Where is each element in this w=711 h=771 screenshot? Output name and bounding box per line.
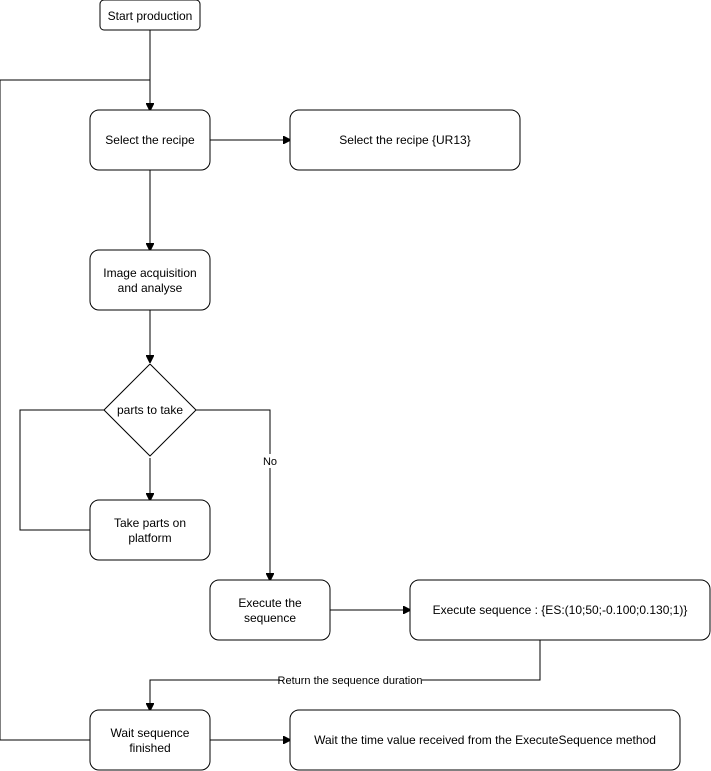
- edge-decision-no-to-execute: [196, 409, 270, 580]
- edge-loop-back: [0, 79, 150, 741]
- node-image-acquisition: [89, 249, 211, 311]
- node-wait-command: [289, 709, 681, 771]
- node-select-recipe: [89, 109, 211, 171]
- node-decision-parts-to-take: [103, 363, 197, 457]
- node-execute-sequence-command: [409, 579, 711, 641]
- node-select-recipe-label: Select the recipe: [105, 133, 195, 147]
- edge-label-no: No: [263, 456, 277, 468]
- node-wait-sequence: [89, 709, 211, 771]
- node-take-parts-label-line2: platform: [128, 531, 171, 545]
- node-take-parts-label-line1: Take parts on: [114, 516, 186, 530]
- node-image-acquisition-label-line1: Image acquisition: [103, 266, 196, 280]
- node-select-recipe-command-label: Select the recipe {UR13}: [339, 133, 470, 147]
- node-decision-label: parts to take: [117, 403, 183, 417]
- node-wait-sequence-label-line1: Wait sequence: [111, 726, 190, 740]
- edge-take-to-decision: [19, 409, 104, 531]
- node-execute-sequence-label-line1: Execute the: [238, 596, 302, 610]
- node-execute-sequence: [209, 579, 331, 641]
- node-image-acquisition-label-line2: and analyse: [118, 281, 183, 295]
- edge-label-return-duration: Return the sequence duration: [278, 675, 423, 687]
- node-start-production: [99, 0, 201, 31]
- node-wait-sequence-label-line2: finished: [129, 741, 170, 755]
- node-select-recipe-command: [289, 109, 521, 171]
- node-wait-command-label: Wait the time value received from the Ex…: [314, 733, 656, 747]
- node-start-production-label: Start production: [108, 9, 193, 23]
- node-execute-sequence-label-line2: sequence: [244, 611, 296, 625]
- node-execute-sequence-command-label: Execute sequence : {ES:(10;50;-0.100;0.1…: [433, 603, 688, 617]
- node-take-parts: [89, 499, 211, 561]
